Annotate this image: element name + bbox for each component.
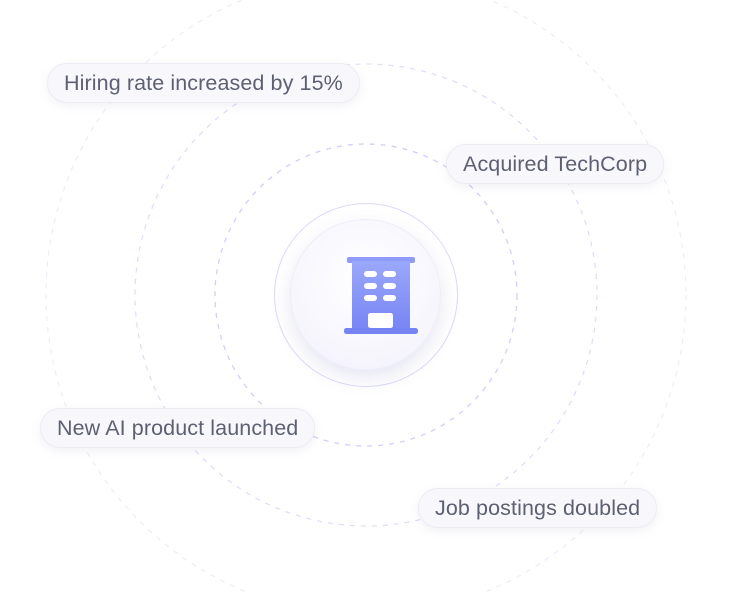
orbit-ring-middle — [134, 63, 598, 527]
orbit-ring-outer — [45, 0, 687, 592]
event-pill-hiring-rate: Hiring rate increased by 15% — [47, 63, 360, 103]
event-pill-acquisition: Acquired TechCorp — [446, 144, 665, 184]
event-pill-job-postings: Job postings doubled — [418, 488, 658, 528]
event-pill-product-launch: New AI product launched — [40, 408, 316, 448]
event-label: Job postings doubled — [435, 495, 641, 520]
event-label: Hiring rate increased by 15% — [64, 70, 343, 95]
orbit-ring-inner — [214, 143, 518, 447]
building-icon — [344, 257, 418, 334]
company-hub — [274, 203, 458, 387]
event-label: New AI product launched — [57, 415, 299, 440]
event-label: Acquired TechCorp — [463, 151, 648, 176]
company-hub-inner — [290, 219, 441, 370]
